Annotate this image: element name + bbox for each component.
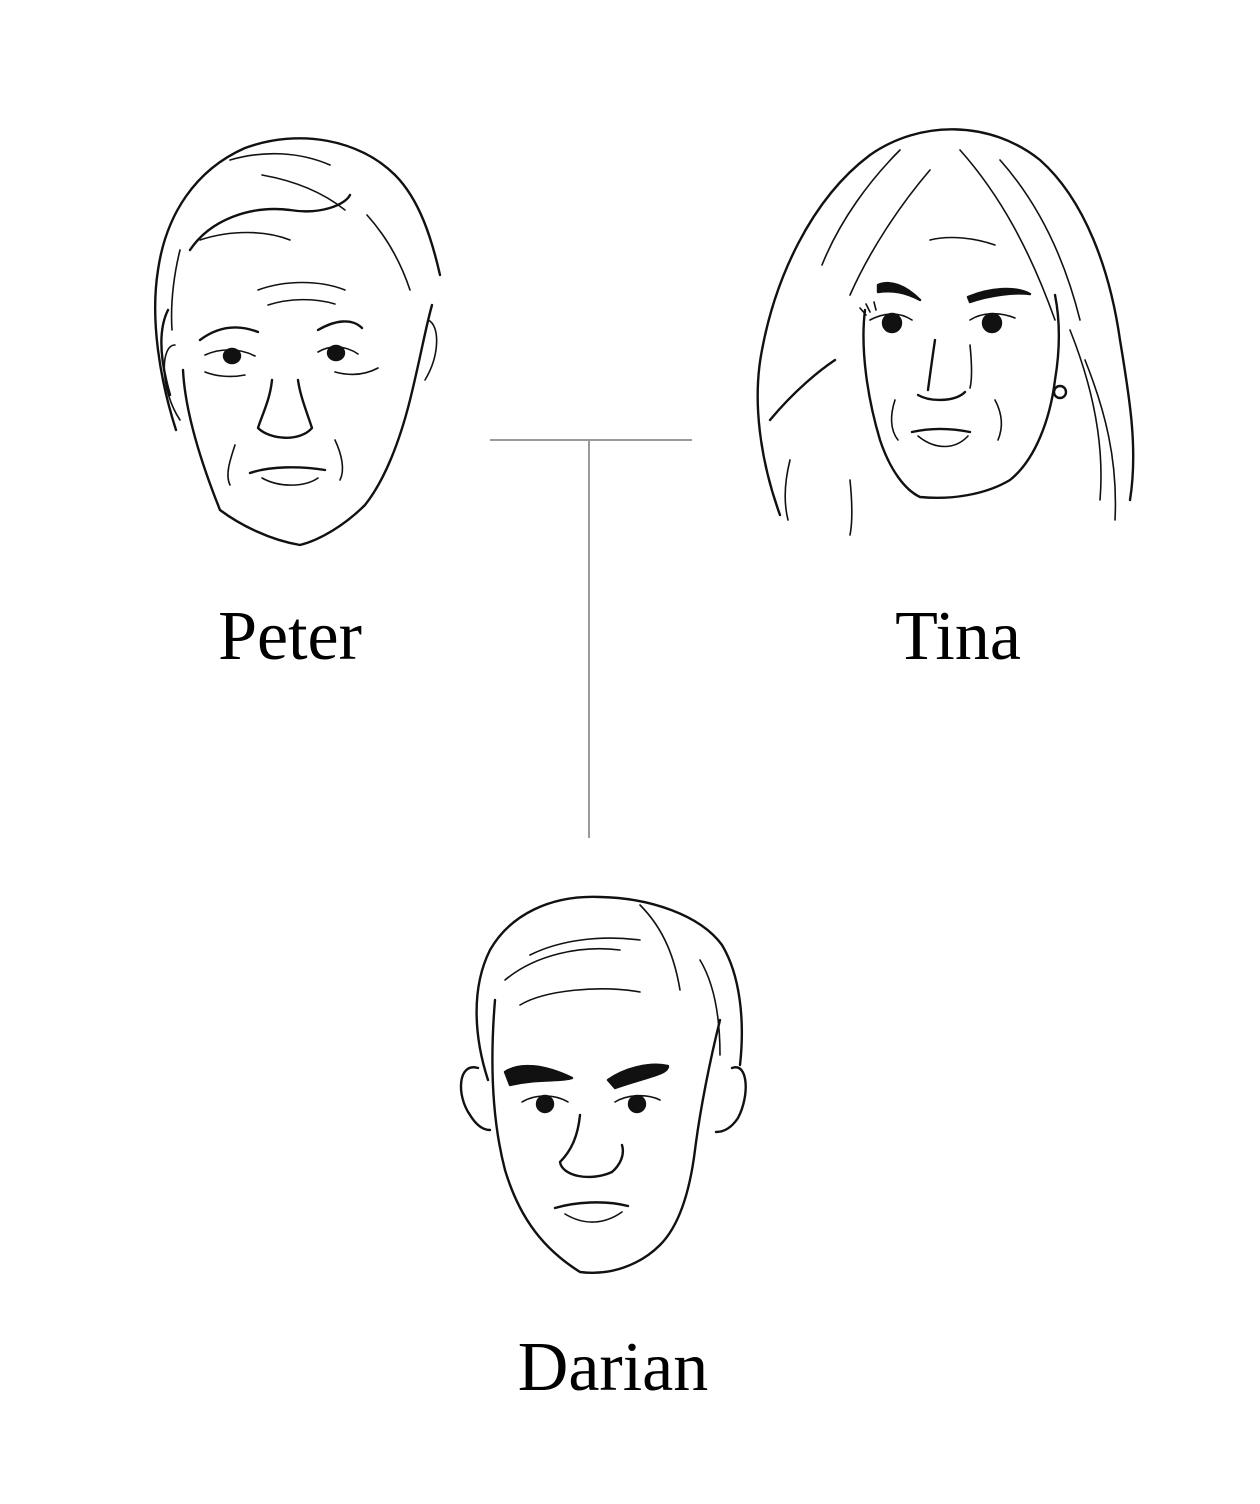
family-connector [490,439,692,838]
woman-portrait-icon [756,128,1135,536]
older-man-portrait-icon [153,137,442,547]
name-label-darian: Darian [517,1329,709,1406]
name-label-tina: Tina [895,598,1021,675]
name-label-peter: Peter [218,598,362,675]
young-man-portrait-icon [459,895,747,1274]
